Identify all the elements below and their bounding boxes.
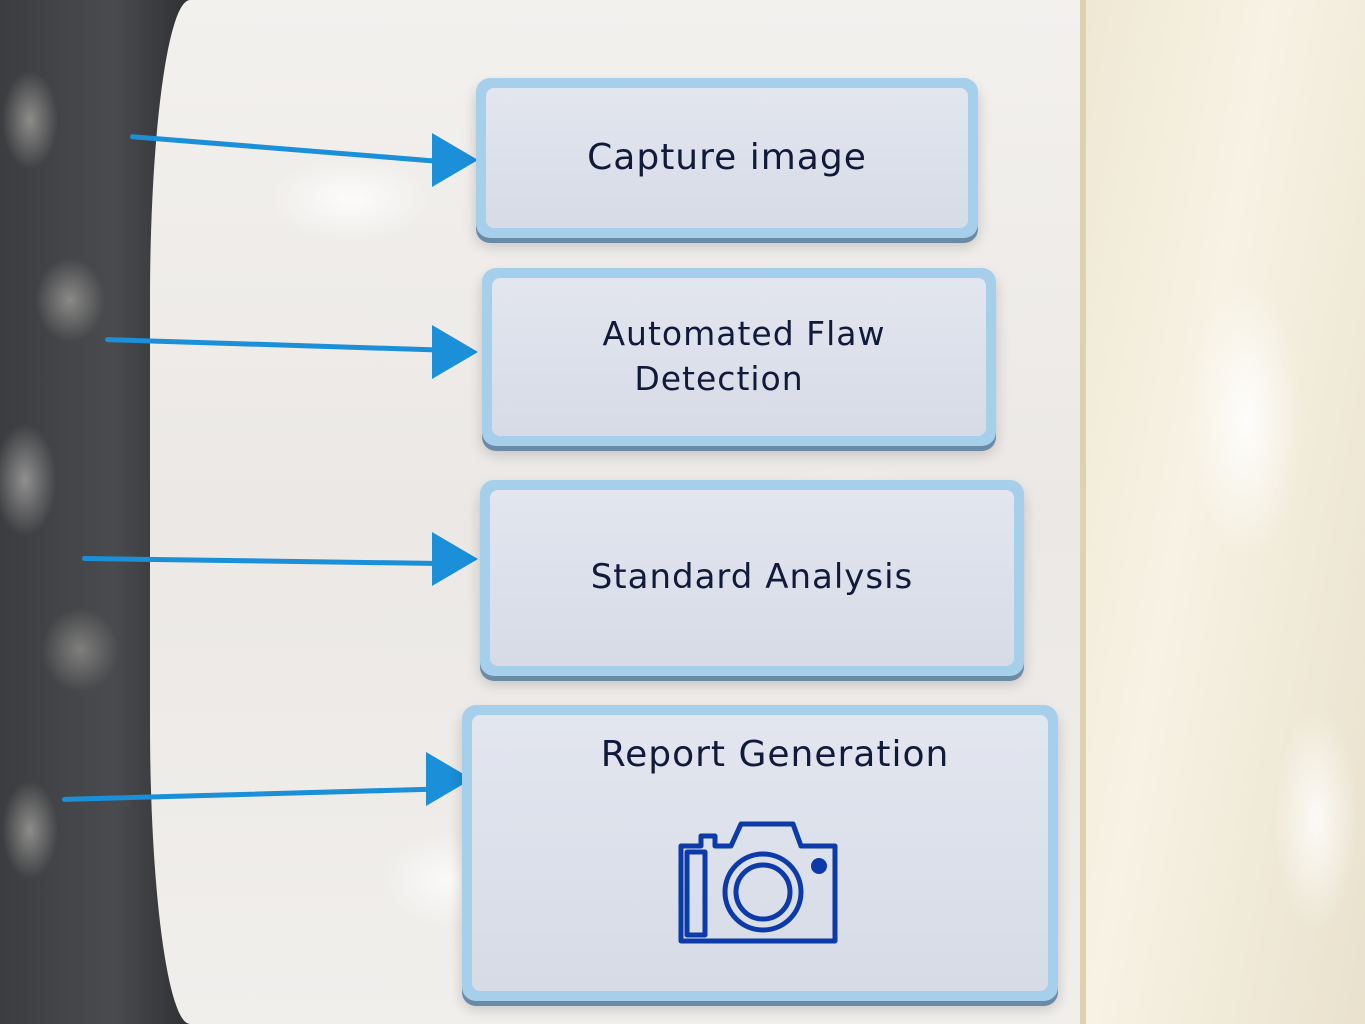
arrow-3-head	[432, 532, 478, 586]
card-label-line-1: Automated Flaw	[602, 314, 886, 354]
card-capture-image: Capture image	[476, 78, 978, 238]
card-label: Report Generation	[600, 734, 950, 775]
card-label: Capture image	[587, 136, 867, 178]
card-report-generation: Report Generation	[462, 705, 1058, 1001]
card-automated-flaw-detection: Automated Flaw Detection	[482, 268, 996, 446]
card-face: Capture image	[486, 88, 968, 228]
card-face: Report Generation	[472, 715, 1048, 991]
arrow-2-head	[432, 325, 478, 379]
card-face: Automated Flaw Detection	[492, 278, 986, 436]
camera-icon	[678, 821, 838, 944]
arrow-1-head	[432, 133, 478, 187]
card-standard-analysis: Standard Analysis	[480, 480, 1024, 676]
card-label: Standard Analysis	[590, 557, 914, 598]
satin-fabric	[1080, 0, 1365, 1024]
card-face: Standard Analysis	[490, 490, 1014, 666]
card-label-line-2: Detection	[634, 359, 804, 398]
